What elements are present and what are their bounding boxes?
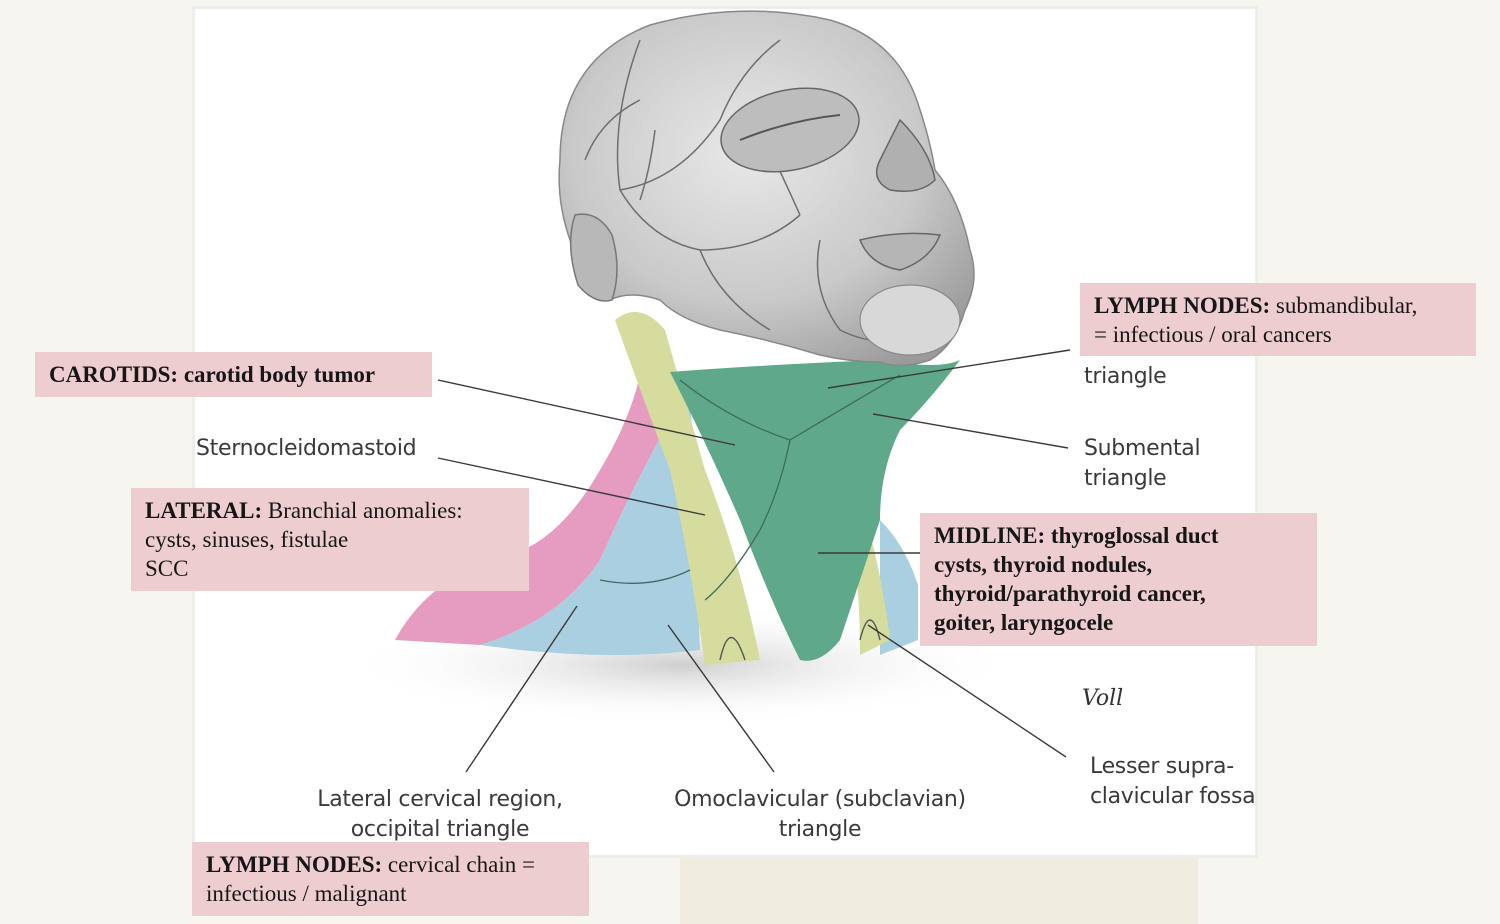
note-text: cervical chain = xyxy=(382,852,535,877)
chin xyxy=(860,285,960,355)
label-omoclavicular-triangle: Omoclavicular (subclavian) triangle xyxy=(660,785,980,845)
label-omoclavicular-line1: Omoclavicular (subclavian) xyxy=(660,785,980,815)
label-submental-line2: triangle xyxy=(1084,464,1200,494)
label-lateral-cervical-region: Lateral cervical region, occipital trian… xyxy=(290,785,590,845)
label-submandibular-triangle: triangle xyxy=(1084,362,1166,392)
note-heading: LYMPH NODES: xyxy=(1094,293,1270,318)
note-heading: LATERAL: xyxy=(145,498,262,523)
note-carotids: CAROTIDS: carotid body tumor xyxy=(35,352,432,397)
label-lateral-cervical-line2: occipital triangle xyxy=(290,815,590,845)
label-lesser-supraclavicular-fossa: Lesser supra- clavicular fossa xyxy=(1090,752,1255,812)
label-lesser-supra-line1: Lesser supra- xyxy=(1090,752,1255,782)
note-text: Branchial anomalies: xyxy=(262,498,463,523)
note-heading: MIDLINE: xyxy=(934,523,1045,548)
note-text: infectious / malignant xyxy=(206,879,575,908)
note-heading: CAROTIDS: xyxy=(49,362,178,387)
note-text: thyroglossal duct xyxy=(1045,523,1218,548)
note-heading: LYMPH NODES: xyxy=(206,852,382,877)
note-lateral: LATERAL: Branchial anomalies: cysts, sin… xyxy=(131,488,529,591)
note-text: submandibular, xyxy=(1270,293,1417,318)
note-text: cysts, sinuses, fistulae xyxy=(145,525,515,554)
note-text: SCC xyxy=(145,554,515,583)
label-submental-triangle: Submental triangle xyxy=(1084,434,1200,494)
label-omoclavicular-line2: triangle xyxy=(660,815,980,845)
note-lymph-nodes-cervical: LYMPH NODES: cervical chain = infectious… xyxy=(192,842,589,916)
label-lesser-supra-line2: clavicular fossa xyxy=(1090,782,1255,812)
note-text: goiter, laryngocele xyxy=(934,608,1303,637)
label-sternocleidomastoid: Sternocleidomastoid xyxy=(196,434,416,464)
note-text: cysts, thyroid nodules, xyxy=(934,550,1303,579)
label-submental-line1: Submental xyxy=(1084,434,1200,464)
artist-signature: Voll xyxy=(1082,686,1123,711)
note-lymph-nodes-submandibular: LYMPH NODES: submandibular, = infectious… xyxy=(1080,283,1476,356)
note-midline: MIDLINE: thyroglossal duct cysts, thyroi… xyxy=(920,513,1317,646)
label-lateral-cervical-line1: Lateral cervical region, xyxy=(290,785,590,815)
leader-submental xyxy=(873,414,1068,448)
note-text: = infectious / oral cancers xyxy=(1094,320,1462,349)
note-text: thyroid/parathyroid cancer, xyxy=(934,579,1303,608)
note-text: carotid body tumor xyxy=(178,362,375,387)
